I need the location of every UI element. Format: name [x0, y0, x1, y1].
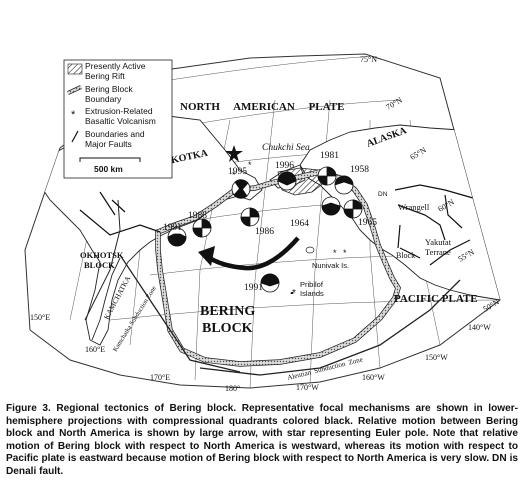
major-faults: [79, 184, 481, 266]
event-label: 1965: [358, 218, 377, 228]
pribilof-label: Pribilof: [300, 280, 324, 289]
bering-block-label: BERING: [200, 304, 255, 319]
relative-motion-arrow: [203, 236, 300, 271]
block-label: Block: [396, 251, 415, 260]
lon-label: 140°W: [468, 323, 491, 332]
lon-label: 180°: [225, 384, 240, 393]
svg-text:*: *: [232, 170, 236, 180]
legend-faults-2: Major Faults: [85, 139, 132, 149]
lon-label: 170°E: [150, 373, 170, 382]
legend-boundary-2: Boundary: [85, 94, 122, 104]
event-label: 1996: [275, 161, 294, 171]
chukchi-sea-label: Chukchi Sea: [262, 143, 310, 153]
scale-label: 500 km: [94, 164, 123, 174]
wrangell-label: Wrangell: [398, 202, 430, 212]
legend-faults: Boundaries and: [85, 129, 145, 139]
pribilof-label-2: Islands: [300, 289, 324, 298]
legend-volcanism-2: Basaltic Volcanism: [85, 116, 156, 126]
event-label: 1988: [188, 211, 207, 221]
lon-label: 160°W: [362, 373, 385, 382]
okhotsk-block-label-2: BLOCK: [84, 260, 115, 270]
legend-rift-2: Bering Rift: [85, 71, 125, 81]
focal-mechanisms: [167, 166, 363, 293]
event-label: 1995: [228, 167, 247, 177]
rift-swatch: [67, 63, 83, 75]
fault-swatch: [71, 130, 79, 143]
nunivak-label: Nunivak Is.: [312, 261, 349, 270]
scale-bar: [79, 157, 141, 162]
event-label: 1991: [244, 283, 263, 293]
pacific-plate-label: PACIFIC PLATE: [394, 293, 478, 305]
okhotsk-block-label: OKHOTSK: [80, 250, 124, 260]
lon-label: 150°E: [30, 313, 50, 322]
figure-caption: Figure 3. Regional tectonics of Bering b…: [6, 403, 518, 477]
lat-label: 70°N: [385, 95, 404, 111]
volcanism-swatch: *: [71, 109, 76, 121]
svg-text:*: *: [333, 248, 337, 258]
tectonic-map: * * * * * 1991 1988 1986 1995 1996: [24, 53, 501, 393]
yakutat-label: Yakutat: [425, 237, 452, 247]
euler-pole-star: [225, 145, 243, 162]
lon-label: 150°W: [425, 353, 448, 362]
kamchatka-coast: [91, 257, 121, 341]
legend-rift: Presently Active: [85, 61, 146, 71]
event-label: 1981: [320, 151, 339, 161]
event-label: 1991: [163, 223, 182, 233]
lon-label: 160°E: [85, 345, 105, 354]
legend-boundary: Bering Block: [85, 84, 133, 94]
volcanism-marks: * * * * *: [232, 160, 347, 299]
event-label: 1958: [350, 165, 369, 175]
svg-text:*: *: [343, 248, 347, 258]
north-american-plate-label: NORTH AMERICAN PLATE: [180, 101, 344, 113]
lon-label: 170°W: [296, 383, 319, 392]
bering-block-label-2: BLOCK: [202, 321, 253, 336]
svg-text:*: *: [292, 288, 296, 299]
svg-text:*: *: [248, 160, 252, 170]
legend: Presently Active Bering Rift Bering Bloc…: [63, 59, 173, 179]
legend-volcanism: Extrusion-Related: [85, 106, 153, 116]
event-label: 1964: [290, 219, 309, 229]
lat-label: 75°N: [360, 55, 377, 64]
yakutat-label-2: Terrane: [425, 247, 451, 257]
denali-fault-label: DN: [378, 191, 388, 198]
event-label: 1986: [255, 227, 274, 237]
